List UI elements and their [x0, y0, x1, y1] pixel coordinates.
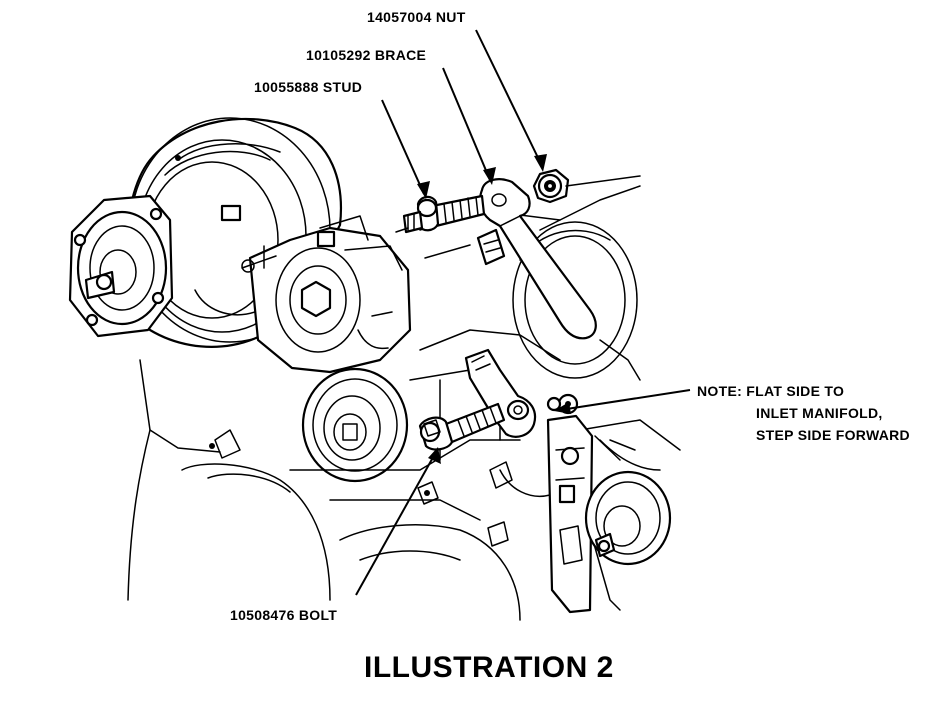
- bolt-part: [418, 402, 506, 451]
- lower-bracket: [546, 393, 636, 614]
- rear-pulley: [512, 185, 641, 381]
- note-label-line1: NOTE: FLAT SIDE TO: [697, 383, 844, 399]
- tensioner-assembly: [241, 215, 412, 374]
- nut-part: [532, 168, 570, 204]
- engine-block: [127, 209, 681, 621]
- stud-part: [402, 194, 486, 234]
- stud-label: 10055888 STUD: [254, 79, 362, 95]
- nut-label: 14057004 NUT: [367, 9, 466, 25]
- small-pulley: [584, 470, 672, 566]
- brace-label: 10105292 BRACE: [306, 47, 426, 63]
- assembly-centerline: [395, 175, 641, 233]
- note-label-line3: STEP SIDE FORWARD: [756, 427, 910, 443]
- illustration-caption: ILLUSTRATION 2: [364, 651, 614, 684]
- bolt-label: 10508476 BOLT: [230, 607, 337, 623]
- lower-brace-mount: [464, 348, 562, 438]
- idler-pulley: [301, 367, 409, 483]
- note-label-line2: INLET MANIFOLD,: [756, 405, 883, 421]
- clutch-hub: [68, 194, 174, 338]
- callout-leaders: [355, 29, 691, 596]
- brace-part: [476, 178, 597, 340]
